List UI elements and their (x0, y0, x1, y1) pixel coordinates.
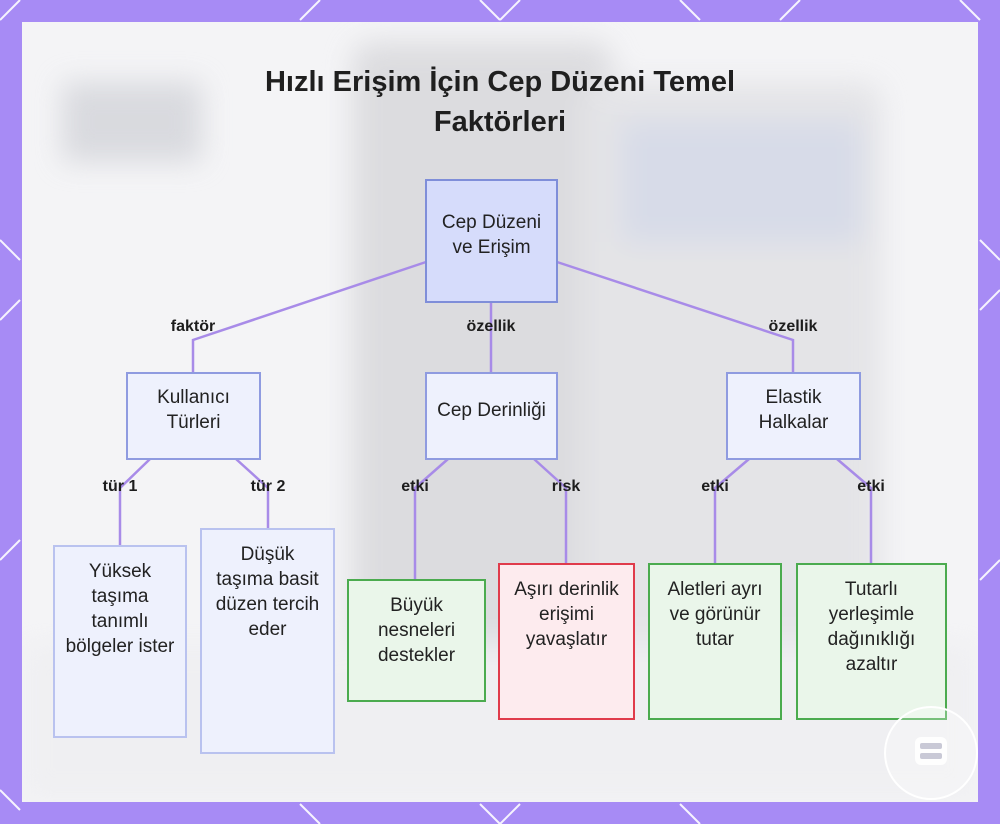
node-user-types: Kullanıcı Türleri (126, 372, 261, 460)
edge-users-high (120, 459, 150, 545)
edge-label-root-users: faktör (171, 318, 215, 336)
edge-depth-slow (534, 459, 566, 563)
node-low-carry: Düşük taşıma basit düzen tercih eder (200, 528, 335, 754)
corner-badge (884, 706, 978, 800)
storage-box-icon (909, 729, 953, 778)
edge-label-depth-slow: risk (552, 478, 580, 496)
edge-root-elastic (557, 262, 793, 372)
node-root: Cep Düzeni ve Erişim (425, 179, 558, 303)
edge-label-elastic-tools: etki (701, 478, 729, 496)
edge-label-root-depth: özellik (467, 318, 516, 336)
edge-elastic-tools (715, 459, 749, 563)
edge-label-users-high: tür 1 (103, 478, 138, 496)
edge-label-root-elastic: özellik (769, 318, 818, 336)
node-pocket-depth: Cep Derinliği (425, 372, 558, 460)
edge-depth-big (415, 459, 448, 579)
edge-label-depth-big: etki (401, 478, 429, 496)
node-large-items: Büyük nesneleri destekler (347, 579, 486, 702)
node-elastic-loops: Elastik Halkalar (726, 372, 861, 460)
node-reduce-clutter: Tutarlı yerleşimle dağınıklığı azaltır (796, 563, 947, 720)
node-visible-tools: Aletleri ayrı ve görünür tutar (648, 563, 782, 720)
edge-elastic-tidy (837, 459, 871, 563)
node-high-carry: Yüksek taşıma tanımlı bölgeler ister (53, 545, 187, 738)
edge-label-users-low: tür 2 (251, 478, 286, 496)
edge-label-elastic-tidy: etki (857, 478, 885, 496)
node-slow-access: Aşırı derinlik erişimi yavaşlatır (498, 563, 635, 720)
edge-root-users (193, 262, 426, 372)
